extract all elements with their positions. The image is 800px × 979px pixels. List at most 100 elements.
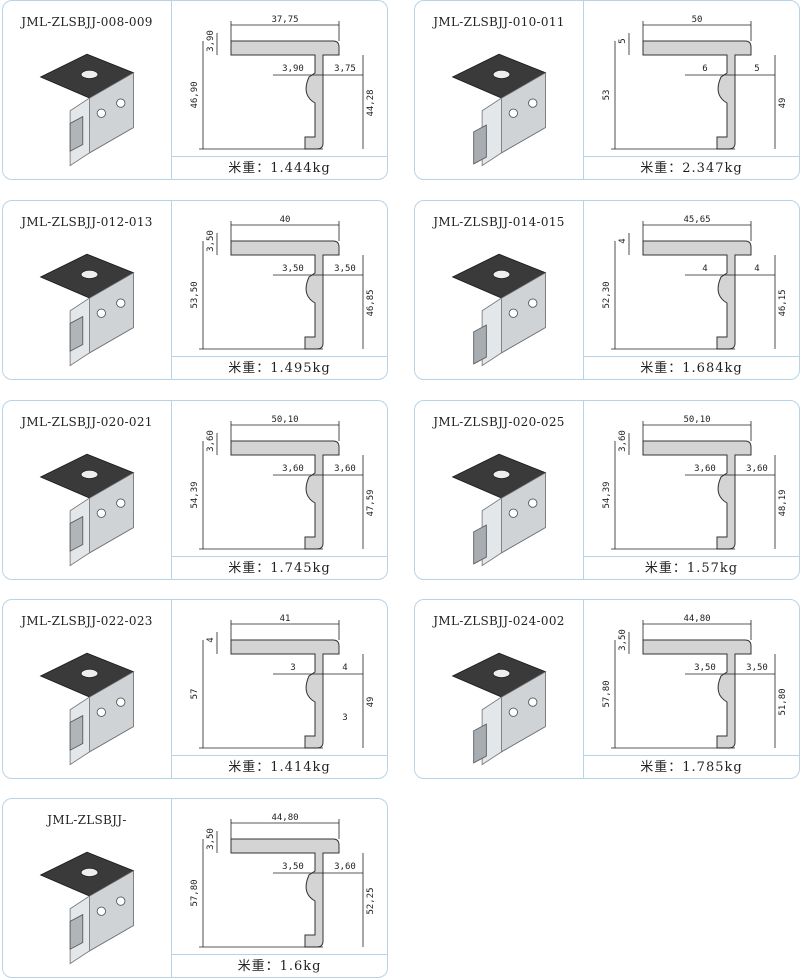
weight-per-meter: 米重：1.785kg (640, 760, 743, 775)
dim-inner-height: 47,59 (366, 489, 376, 516)
dim-width: 41 (280, 614, 291, 624)
dim-width: 50 (692, 15, 703, 25)
card-divider (583, 201, 584, 379)
dim-top-thickness: 3,50 (618, 629, 628, 651)
model-number: JML-ZLSBJJ-022-023 (21, 614, 153, 628)
dim-width: 44,80 (271, 813, 298, 823)
profile-section (642, 639, 752, 749)
model-number: JML-ZLSBJJ-020-021 (21, 415, 153, 429)
product-card: JML-ZLSBJJ-020-021 50,10 3,60 54,39 3,60 3,60… (2, 400, 388, 580)
dim-left-wall: 3,90 (282, 64, 304, 74)
dim-right-wall: 3,60 (746, 464, 768, 474)
model-number: JML-ZLSBJJ-008-009 (21, 15, 153, 29)
weight-per-meter: 米重：1.57kg (644, 561, 739, 576)
model-number: JML-ZLSBJJ-020-025 (433, 415, 565, 429)
dim-left-wall: 3,60 (694, 464, 716, 474)
dim-width: 45,65 (683, 215, 710, 225)
profile-section (230, 440, 340, 550)
weight-separator (171, 954, 387, 955)
dim-overall-height: 53 (602, 90, 612, 101)
dim-left-wall: 3,60 (282, 464, 304, 474)
dim-top-thickness: 3,90 (206, 30, 216, 52)
weight-per-meter: 米重：2.347kg (640, 161, 743, 176)
dim-top-thickness: 4 (618, 238, 628, 243)
model-number: JML-ZLSBJJ-014-015 (433, 215, 565, 229)
weight-separator (583, 755, 799, 756)
card-divider (171, 201, 172, 379)
weight-per-meter: 米重：1.745kg (228, 561, 331, 576)
weight-separator (583, 356, 799, 357)
dim-width: 37,75 (271, 15, 298, 25)
dim-left-wall: 3,50 (282, 862, 304, 872)
dim-right-wall: 3,60 (334, 464, 356, 474)
profile-section (230, 240, 340, 350)
bracket-photo (451, 453, 547, 567)
model-number: JML-ZLSBJJ-012-013 (21, 215, 153, 229)
dim-right-wall: 3,50 (746, 663, 768, 673)
dim-inner-height: 51,80 (778, 688, 788, 715)
dim-inner-height: 44,28 (366, 89, 376, 116)
dim-right-wall: 4 (342, 663, 347, 673)
weight-separator (583, 556, 799, 557)
dim-inner-height: 49 (778, 98, 788, 109)
bracket-photo (39, 253, 135, 367)
dim-top-thickness: 3,60 (618, 430, 628, 452)
dim-inner-height: 48,19 (778, 489, 788, 516)
card-divider (171, 600, 172, 778)
model-number: JML-ZLSBJJ-010-011 (433, 15, 565, 29)
profile-section (230, 639, 340, 749)
weight-separator (171, 156, 387, 157)
bracket-photo (39, 652, 135, 766)
profile-section (642, 240, 752, 350)
dim-width: 40 (280, 215, 291, 225)
dim-right-wall: 3,60 (334, 862, 356, 872)
dim-inner-height: 46,15 (778, 289, 788, 316)
weight-separator (171, 356, 387, 357)
dim-right-wall: 3,50 (334, 264, 356, 274)
profile-drawing: 50,10 3,60 54,39 3,60 3,60 47,59 (190, 415, 376, 550)
weight-per-meter: 米重：1.495kg (228, 361, 331, 376)
dim-overall-height: 57,80 (190, 879, 200, 906)
card-divider (171, 401, 172, 579)
dim-overall-height: 52,30 (602, 281, 612, 308)
weight-separator (583, 156, 799, 157)
dim-width: 44,80 (683, 614, 710, 624)
weight-separator (171, 556, 387, 557)
dim-left-wall: 3 (290, 663, 295, 673)
card-divider (583, 401, 584, 579)
profile-section (230, 40, 340, 150)
dim-right-wall: 4 (754, 264, 759, 274)
bracket-photo (451, 652, 547, 766)
dim-overall-height: 54,39 (602, 481, 612, 508)
dim-top-thickness: 3,50 (206, 828, 216, 850)
dim-extra: 3 (342, 713, 347, 723)
profile-section (230, 838, 340, 948)
dim-width: 50,10 (271, 415, 298, 425)
dim-top-thickness: 5 (618, 38, 628, 43)
dim-inner-height: 49 (366, 697, 376, 708)
dim-overall-height: 46,90 (190, 81, 200, 108)
weight-per-meter: 米重：1.6kg (237, 959, 322, 974)
bracket-photo (39, 53, 135, 167)
card-divider (583, 1, 584, 179)
model-number: JML-ZLSBJJ-024-002 (433, 614, 565, 628)
profile-section (642, 440, 752, 550)
dim-top-thickness: 3,60 (206, 430, 216, 452)
weight-per-meter: 米重：1.414kg (228, 760, 331, 775)
dim-inner-height: 52,25 (366, 887, 376, 914)
dim-overall-height: 57,80 (602, 680, 612, 707)
profile-section (642, 40, 752, 150)
dim-overall-height: 54,39 (190, 481, 200, 508)
